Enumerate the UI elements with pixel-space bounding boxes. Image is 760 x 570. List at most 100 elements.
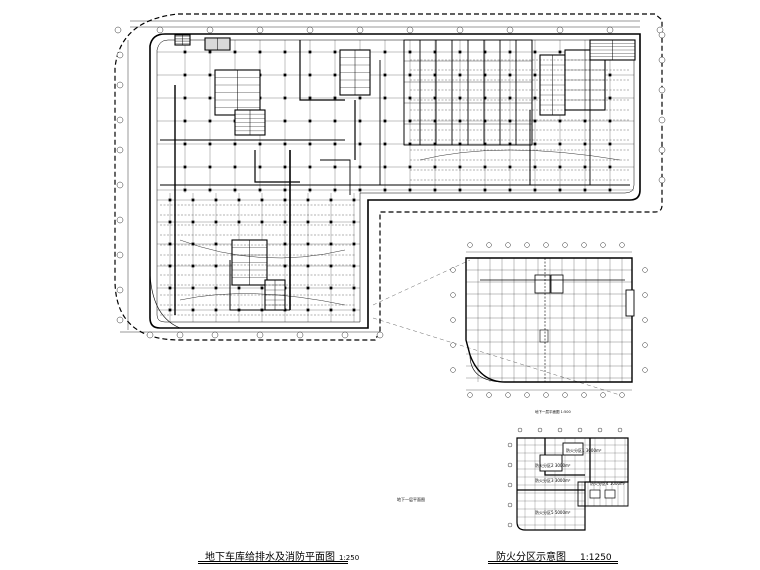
- structural-column: [408, 96, 412, 100]
- structural-column: [183, 119, 187, 123]
- structural-column: [308, 119, 312, 123]
- structural-column: [308, 165, 312, 169]
- structural-column: [358, 188, 362, 192]
- fire-zone-diagram: [507, 427, 629, 531]
- grid-bubble: [658, 56, 666, 64]
- structural-column: [558, 142, 562, 146]
- structural-column: [433, 165, 437, 169]
- fire-bubble: [517, 427, 523, 433]
- structural-column: [260, 198, 264, 202]
- structural-column: [329, 286, 333, 290]
- grid-bubble: [658, 176, 666, 184]
- fire-bubble: [507, 522, 513, 528]
- structural-column: [558, 119, 562, 123]
- grid-bubble: [606, 26, 614, 34]
- structural-column: [283, 96, 287, 100]
- fire-main-pipe: [320, 159, 351, 195]
- inset-bubble: [467, 392, 473, 398]
- structural-column: [306, 286, 310, 290]
- structural-column: [333, 119, 337, 123]
- structural-column: [352, 264, 356, 268]
- inset-bubble: [486, 242, 492, 248]
- structural-column: [233, 165, 237, 169]
- structural-column: [329, 220, 333, 224]
- grid-bubble: [176, 331, 184, 339]
- structural-column: [408, 50, 412, 54]
- inset-bubble: [486, 392, 492, 398]
- structural-column: [333, 142, 337, 146]
- structural-column: [258, 142, 262, 146]
- structural-column: [533, 188, 537, 192]
- inset-bubble: [600, 242, 606, 248]
- structural-column: [214, 286, 218, 290]
- structural-column: [283, 119, 287, 123]
- inset-bubble: [642, 342, 648, 348]
- structural-column: [183, 142, 187, 146]
- structural-column: [508, 73, 512, 77]
- fire-zone-boundary: [544, 438, 585, 476]
- structural-column: [168, 308, 172, 312]
- structural-column: [608, 119, 612, 123]
- grid-bubble: [658, 146, 666, 154]
- structural-column: [483, 165, 487, 169]
- structural-column: [558, 188, 562, 192]
- structural-column: [352, 198, 356, 202]
- fire-zone-core: [589, 489, 601, 499]
- structural-column: [306, 264, 310, 268]
- inset-bubble: [600, 392, 606, 398]
- inset-bubble: [581, 392, 587, 398]
- structural-column: [260, 220, 264, 224]
- inset-core: [539, 329, 549, 343]
- structural-column: [191, 264, 195, 268]
- structural-column: [608, 188, 612, 192]
- structural-column: [168, 264, 172, 268]
- structural-column: [508, 165, 512, 169]
- fire-bubble: [557, 427, 563, 433]
- inset-bubble: [562, 242, 568, 248]
- structural-column: [508, 50, 512, 54]
- drive-aisle: [179, 239, 346, 259]
- structural-column: [508, 188, 512, 192]
- fire-bubble: [507, 502, 513, 508]
- structural-column: [208, 142, 212, 146]
- structural-column: [533, 73, 537, 77]
- structural-column: [168, 198, 172, 202]
- structural-column: [208, 165, 212, 169]
- grid-bubble: [146, 331, 154, 339]
- grid-bubble: [341, 331, 349, 339]
- structural-column: [383, 165, 387, 169]
- structural-column: [308, 50, 312, 54]
- structural-column: [383, 142, 387, 146]
- fire-bubble: [597, 427, 603, 433]
- structural-column: [333, 96, 337, 100]
- fire-bubble: [617, 427, 623, 433]
- grid-bubble: [556, 26, 564, 34]
- structural-column: [533, 119, 537, 123]
- structural-column: [283, 73, 287, 77]
- structural-column: [183, 73, 187, 77]
- structural-column: [333, 50, 337, 54]
- grid-bubble: [116, 286, 124, 294]
- structural-column: [458, 73, 462, 77]
- structural-column: [483, 188, 487, 192]
- grid-bubble: [114, 26, 122, 34]
- grid-bubble: [116, 216, 124, 224]
- inset-core: [550, 274, 564, 294]
- structural-column: [383, 188, 387, 192]
- structural-column: [183, 188, 187, 192]
- inset-bubble: [450, 317, 456, 323]
- grid-bubble: [211, 331, 219, 339]
- structural-column: [208, 50, 212, 54]
- structural-column: [283, 242, 287, 246]
- structural-column: [408, 119, 412, 123]
- partition-wall: [299, 40, 345, 101]
- inset-floor-plan: [450, 242, 648, 398]
- structural-column: [283, 264, 287, 268]
- structural-column: [358, 142, 362, 146]
- structural-column: [283, 188, 287, 192]
- structural-column: [408, 73, 412, 77]
- drive-aisle: [179, 293, 346, 306]
- structural-column: [333, 73, 337, 77]
